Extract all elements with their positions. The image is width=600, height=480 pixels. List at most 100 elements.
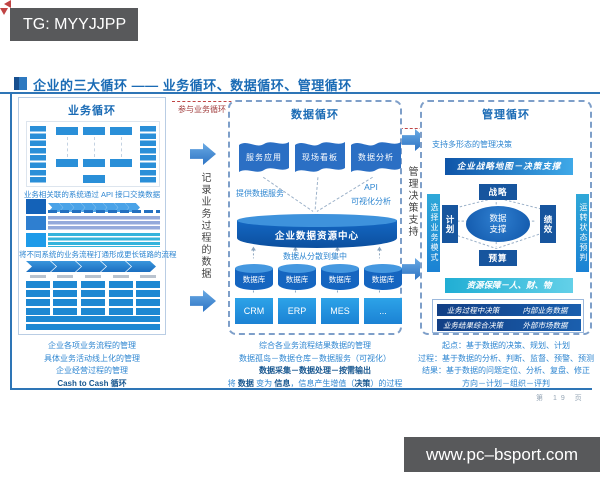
page-number: 第 19 页: [536, 395, 586, 402]
system-mes: MES: [321, 298, 359, 324]
lane-label: [26, 233, 46, 247]
database-label: 数据库: [242, 275, 266, 284]
data-summary-4: 将 数据 变为 信息，信息产生增值（决策）的过程: [227, 379, 403, 388]
chevron: [48, 203, 63, 212]
red-arrowhead-down-icon: [0, 8, 8, 19]
flag-kanban: 现场看板: [294, 138, 346, 178]
mgmt-summary-1: 起点：基于数据的决策、规划、计划: [442, 341, 570, 350]
strategy-map-bar: 企业战略地图－决策支撑: [445, 158, 573, 175]
system-box: [83, 127, 105, 135]
chevron: [76, 261, 106, 272]
chevron: [70, 203, 85, 212]
system-box: [110, 127, 132, 135]
flag-data-analysis: 数据分析: [350, 138, 402, 178]
system-crm: CRM: [235, 298, 273, 324]
lane-label: [26, 199, 46, 214]
system-box: [83, 159, 105, 167]
chevron: [81, 203, 96, 212]
chevron: [92, 203, 107, 212]
system-erp: ERP: [278, 298, 316, 324]
participate-label: 参与业务循环: [178, 105, 226, 114]
database-cylinder: 数据库: [235, 264, 273, 290]
flow-column: [81, 275, 105, 315]
business-cycle-title: 业务循环: [68, 105, 116, 117]
watermark-top-badge: TG: MYYJJPP: [10, 8, 138, 41]
database-label: 数据库: [371, 275, 395, 284]
collect-label: 数据从分散到集中: [283, 252, 347, 261]
flow-column: [53, 275, 77, 315]
mgmt-summary-3: 结果：基于数据的问题定位、分析、复盘、修正: [422, 366, 590, 375]
bottom-rule: [10, 388, 592, 390]
system-box-stack-left: [30, 126, 46, 184]
business-summary-4: Cash to Cash 循环: [57, 379, 127, 388]
chevron: [59, 203, 74, 212]
flag-label: 数据分析: [358, 153, 394, 162]
data-cycle-panel: 数据循环 服务应用 现场看板 数据分析 提供数据服务 API 可视化分析: [228, 100, 402, 335]
side-label-business-model: 选择业务模式: [427, 194, 440, 272]
database-cylinder: 数据库: [278, 264, 316, 290]
red-dashed-line: [172, 101, 242, 102]
data-resource-center-label: 企业数据资源中心: [274, 231, 359, 242]
watermark-url-badge: www.pc–bsport.com: [404, 437, 600, 472]
chevron: [51, 261, 81, 272]
process-flow-diagram: [26, 259, 160, 330]
wide-bar: [26, 316, 160, 322]
visualization-label: 可视化分析: [351, 197, 391, 206]
resource-guarantee-bar: 资源保障－人、财、物: [445, 278, 573, 293]
red-arrowhead-left-icon: [0, 0, 11, 8]
flow-column: [136, 275, 160, 315]
lane-label: [26, 216, 46, 230]
connector-line: [67, 137, 68, 157]
system-box: [56, 127, 78, 135]
systems-caption: 业务相关联的系统通过 API 接口交换数据: [23, 190, 161, 199]
flag-label: 现场看板: [302, 153, 338, 162]
lane-bars: [48, 233, 160, 247]
arrow-right-icon: [190, 290, 216, 312]
diamond-performance: 绩效: [540, 205, 556, 243]
data-summary-1: 综合各业务流程结果数据的管理: [259, 341, 371, 350]
lane-bars: [48, 216, 160, 230]
chevron: [26, 261, 56, 272]
data-cycle-title: 数据循环: [291, 109, 339, 121]
flow-column: [26, 275, 50, 315]
connector-line: [94, 137, 95, 157]
title-rule: [0, 92, 600, 94]
flow-caption: 将不同系统的业务流程打通形成更长链路的流程: [19, 250, 177, 259]
record-data-label: 记录业务过程的数据: [199, 172, 210, 280]
business-cycle-panel: 业务循环 业务相关联的系统通过 API 接口交换数据: [18, 97, 177, 335]
business-summary-3: 企业经营过程的管理: [56, 366, 128, 375]
decision-row: 业务结果综合决策 外部市场数据: [437, 319, 581, 331]
chevron: [101, 261, 131, 272]
chevron: [114, 203, 129, 212]
decision-data-box: 业务过程中决策 内部业务数据 业务结果综合决策 外部市场数据: [432, 299, 584, 333]
connector-line: [121, 137, 122, 157]
data-support-ellipse: 数据支撑: [466, 206, 530, 242]
diamond-budget: 预算: [479, 250, 517, 266]
slide-title: 企业的三大循环 —— 业务循环、数据循环、管理循环: [33, 78, 352, 93]
arrow-right-icon: [190, 143, 216, 165]
systems-diagram: [26, 121, 160, 187]
wide-bar: [26, 324, 160, 330]
diamond-strategy: 战略: [479, 184, 517, 200]
management-cycle-title: 管理循环: [482, 109, 530, 121]
data-summary-2: 数据孤岛－数据仓库－数据服务（可视化）: [239, 354, 391, 363]
database-cylinder: 数据库: [364, 264, 402, 290]
decision-row: 业务过程中决策 内部业务数据: [437, 304, 581, 316]
business-summary-2: 具体业务活动线上化的管理: [44, 354, 140, 363]
chevron: [125, 203, 140, 212]
decision-support-label: 管理决策支持: [406, 166, 417, 238]
database-label: 数据库: [285, 275, 309, 284]
management-cycle-panel: 管理循环 支持多形态的管理决策 企业战略地图－决策支撑 战略 计划 绩效 预算 …: [420, 100, 592, 335]
chevron: [126, 261, 156, 272]
side-label-operation-status: 运转状态预判: [576, 194, 589, 272]
system-other: ...: [364, 298, 402, 324]
api-visualization-label: API 可视化分析: [342, 182, 400, 207]
data-resource-center-cylinder: 企业数据资源中心: [237, 214, 397, 248]
chevron: [103, 203, 118, 212]
swimlane-diagram: [26, 199, 160, 248]
api-label: API: [364, 182, 378, 192]
database-label: 数据库: [328, 275, 352, 284]
system-box: [56, 159, 78, 167]
provide-data-service-label: 提供数据服务: [236, 189, 284, 198]
business-summary-1: 企业各项业务流程的管理: [48, 341, 136, 350]
